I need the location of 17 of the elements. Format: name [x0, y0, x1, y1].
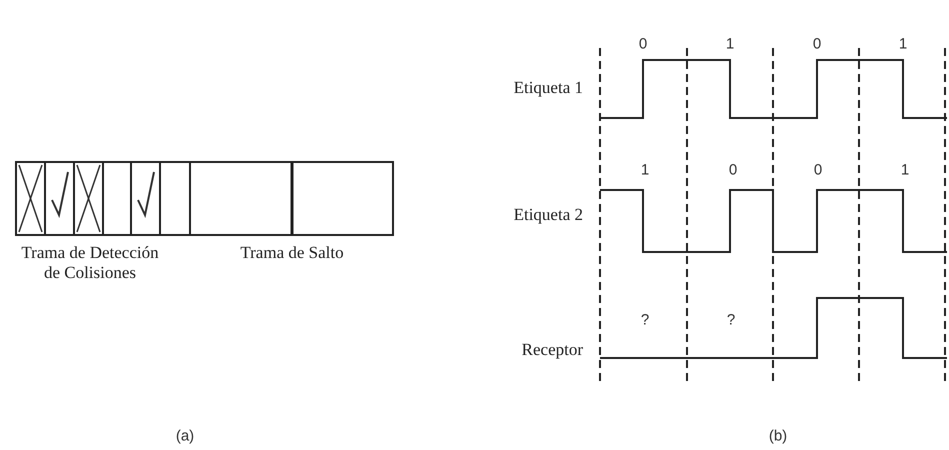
bit-label: 1 — [900, 161, 910, 179]
bit-label: 0 — [814, 161, 822, 179]
bit-label: 0 — [728, 161, 738, 179]
panel-label: (a) — [176, 427, 194, 445]
row-label: Etiqueta 2 — [514, 205, 583, 225]
panel-label: (b) — [768, 427, 788, 445]
frame-caption: Trama de Salto — [239, 243, 345, 263]
bit-label: 0 — [812, 35, 822, 53]
bit-label: 1 — [726, 35, 734, 53]
bit-label: 1 — [640, 161, 650, 179]
question-mark: ? — [726, 311, 736, 329]
question-mark: ? — [640, 311, 650, 329]
bit-label: 1 — [898, 35, 908, 53]
row-label: Etiqueta 1 — [514, 78, 583, 98]
bit-label: 0 — [638, 35, 648, 53]
frame-caption: Trama de Detección de Colisiones — [20, 243, 160, 282]
row-label: Receptor — [522, 340, 583, 360]
